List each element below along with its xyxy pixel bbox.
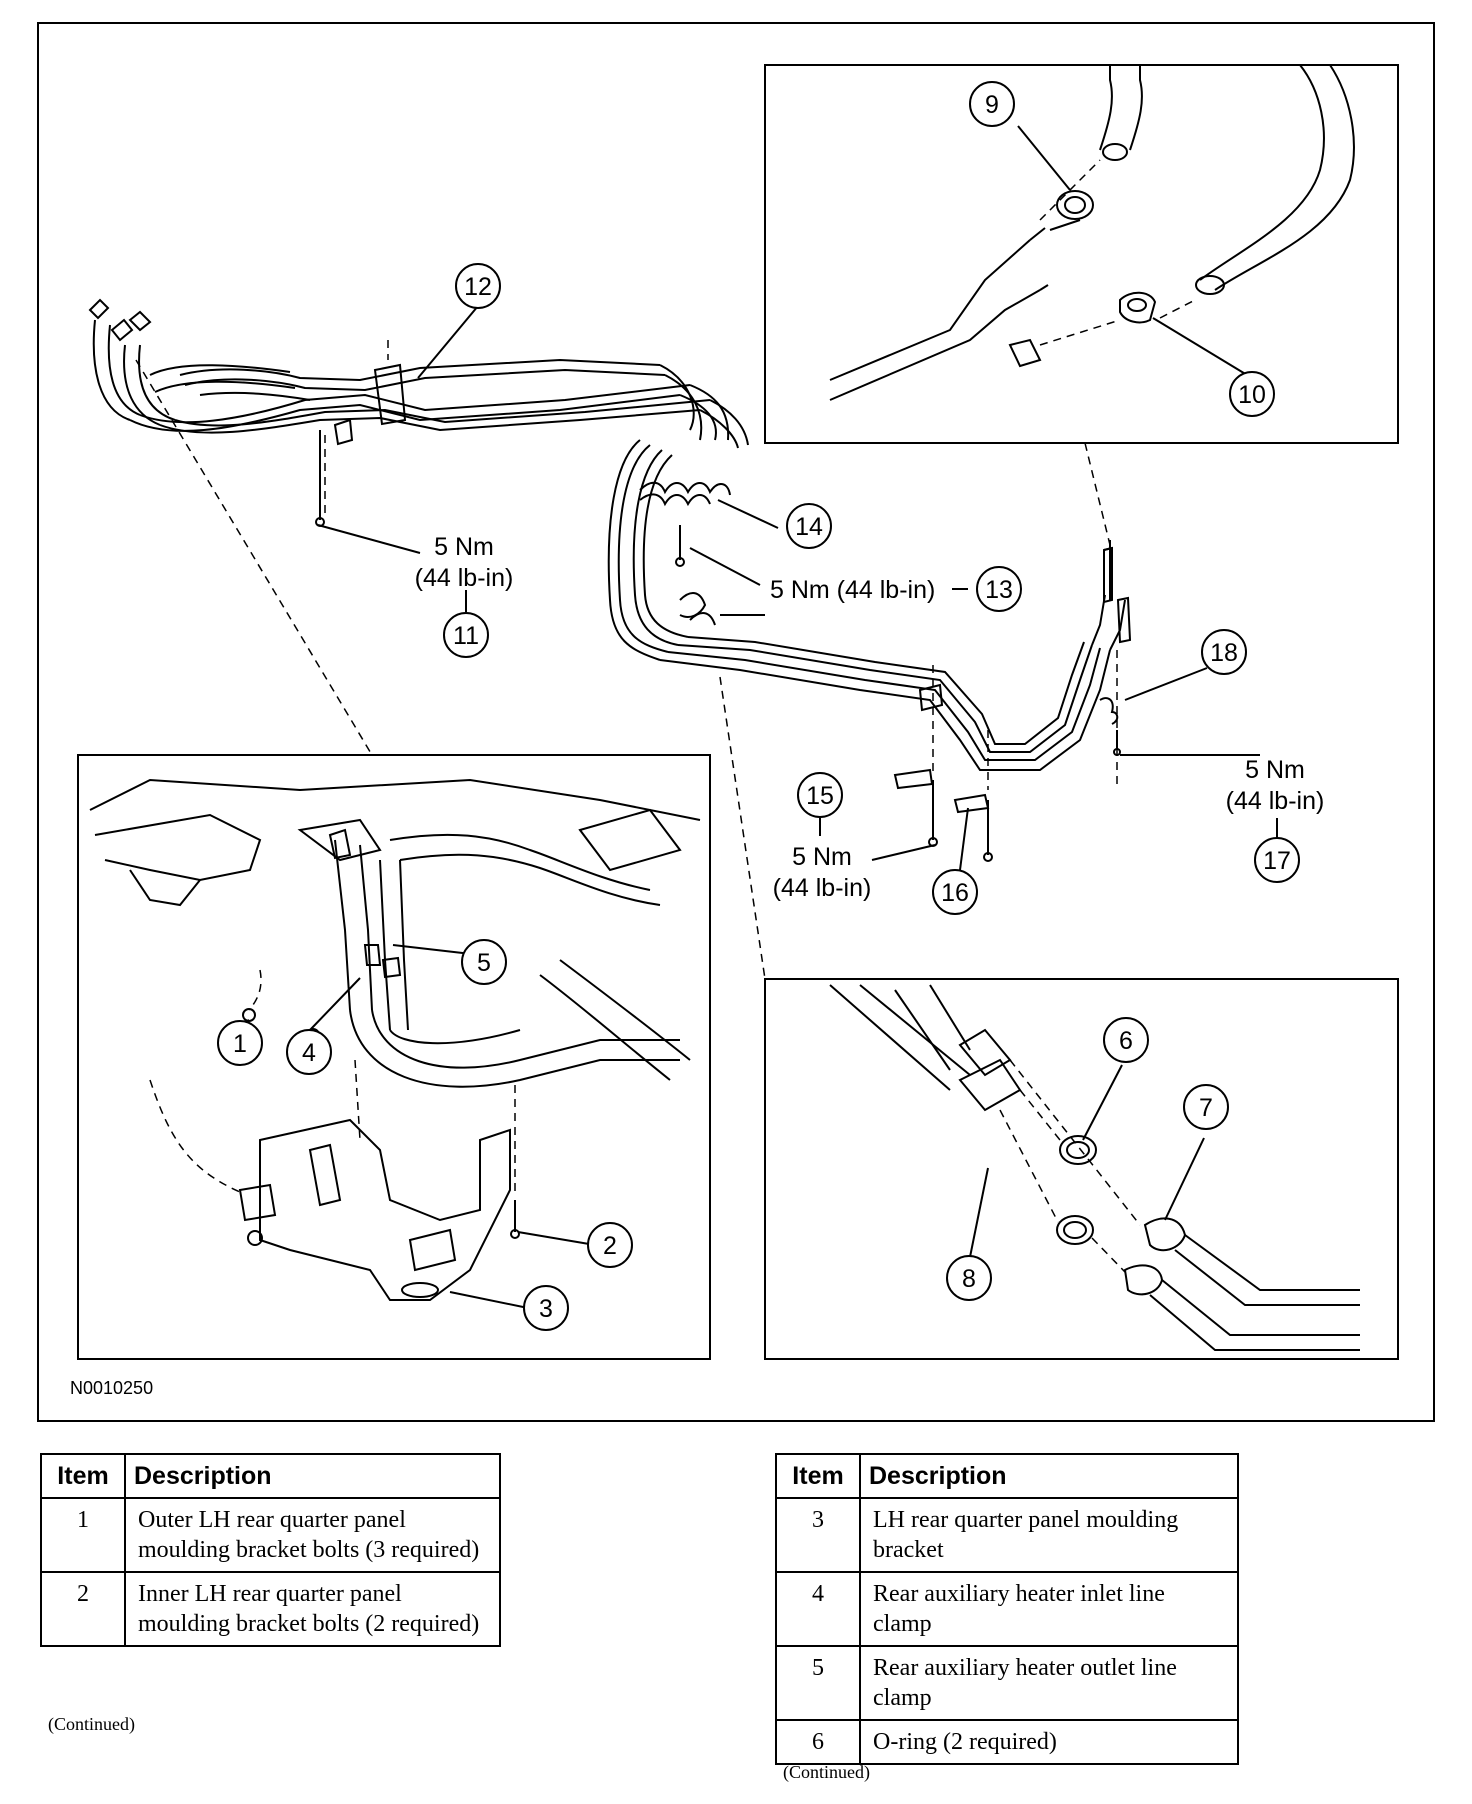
callouts: 1 2 3 4 5 6 7 8 9 10 11 12 13 14 15 16 1… — [217, 81, 1300, 1331]
svg-text:15: 15 — [806, 782, 834, 810]
table-row: 1 Outer LH rear quarter panel moulding b… — [40, 1497, 501, 1573]
inset-fittings-dash — [999, 1059, 1141, 1273]
svg-text:14: 14 — [795, 513, 823, 541]
callout-3: 3 — [523, 1285, 569, 1331]
item-description: Rear auxiliary heater inlet line clamp — [859, 1571, 1239, 1647]
item-number: 3 — [775, 1497, 861, 1573]
figure-id: N0010250 — [70, 1378, 153, 1398]
table-row: 2 Inner LH rear quarter panel moulding b… — [40, 1571, 501, 1647]
leader-lines — [239, 125, 1278, 1309]
callout-8: 8 — [946, 1255, 992, 1301]
description-header: Description — [859, 1453, 1239, 1499]
torque-11-nm: 5 Nm — [434, 533, 494, 561]
torque-15-lbin: (44 lb-in) — [773, 874, 872, 902]
svg-text:7: 7 — [1199, 1094, 1213, 1122]
callout-2: 2 — [587, 1222, 633, 1268]
inset-frame-bottom-left — [77, 754, 711, 1360]
svg-text:3: 3 — [539, 1295, 553, 1323]
figure-frame — [37, 22, 1435, 1422]
svg-text:5: 5 — [477, 949, 491, 977]
legend-table-left: Item Description 1 Outer LH rear quarter… — [40, 1453, 501, 1647]
callout-13: 13 — [976, 566, 1022, 612]
svg-text:6: 6 — [1119, 1027, 1133, 1055]
svg-text:2: 2 — [603, 1232, 617, 1260]
inset-underbody-dash — [149, 969, 516, 1195]
item-number: 4 — [775, 1571, 861, 1647]
svg-text:10: 10 — [1238, 381, 1266, 409]
item-description: Rear auxiliary heater outlet line clamp — [859, 1645, 1239, 1721]
svg-text:13: 13 — [985, 576, 1013, 604]
callout-14: 14 — [786, 503, 832, 549]
svg-text:16: 16 — [941, 879, 969, 907]
inset-frame-bottom-right — [764, 978, 1399, 1360]
torque-15-nm: 5 Nm — [792, 843, 852, 871]
callout-10: 10 — [1229, 371, 1275, 417]
torque-17-nm: 5 Nm — [1245, 756, 1305, 784]
svg-text:9: 9 — [985, 91, 999, 119]
inset-hose-dash — [1039, 159, 1196, 346]
alignment-lines — [135, 340, 1118, 980]
item-number: 6 — [775, 1719, 861, 1765]
svg-text:4: 4 — [302, 1039, 316, 1067]
heater-lines — [88, 298, 1132, 771]
table-row: 5 Rear auxiliary heater outlet line clam… — [775, 1645, 1239, 1721]
item-number: 1 — [40, 1497, 126, 1573]
callout-17: 17 — [1254, 837, 1300, 883]
callout-7: 7 — [1183, 1084, 1229, 1130]
item-number: 2 — [40, 1571, 126, 1647]
torque-11-lbin: (44 lb-in) — [415, 564, 514, 592]
inset-hose-connections — [829, 64, 1355, 401]
callout-4: 4 — [286, 1029, 332, 1075]
legend-table-right: Item Description 3 LH rear quarter panel… — [775, 1453, 1239, 1765]
callout-16: 16 — [932, 869, 978, 915]
svg-text:12: 12 — [464, 273, 492, 301]
svg-text:1: 1 — [233, 1030, 247, 1058]
table-row: 6 O-ring (2 required) — [775, 1719, 1239, 1765]
item-number: 5 — [775, 1645, 861, 1721]
item-description: Outer LH rear quarter panel moulding bra… — [124, 1497, 501, 1573]
callout-18: 18 — [1201, 629, 1247, 675]
item-description: LH rear quarter panel moulding bracket — [859, 1497, 1239, 1573]
description-header: Description — [124, 1453, 501, 1499]
torque-17-lbin: (44 lb-in) — [1226, 787, 1325, 815]
torque-13: 5 Nm (44 lb-in) — [770, 576, 935, 604]
item-header: Item — [40, 1453, 126, 1499]
svg-text:18: 18 — [1210, 639, 1238, 667]
callout-9: 9 — [969, 81, 1015, 127]
callout-1: 1 — [217, 1020, 263, 1066]
table-row: 3 LH rear quarter panel moulding bracket — [775, 1497, 1239, 1573]
svg-text:17: 17 — [1263, 847, 1291, 875]
continued-note-right: (Continued) — [783, 1762, 870, 1782]
table-row: 4 Rear auxiliary heater inlet line clamp — [775, 1571, 1239, 1647]
inset-underbody — [89, 778, 701, 1301]
item-description: Inner LH rear quarter panel moulding bra… — [124, 1571, 501, 1647]
callout-15: 15 — [797, 772, 843, 818]
inset-fittings — [829, 984, 1360, 1351]
item-header: Item — [775, 1453, 861, 1499]
callout-11: 11 — [443, 612, 489, 658]
svg-text:8: 8 — [962, 1265, 976, 1293]
bolts — [315, 430, 1121, 862]
callout-5: 5 — [461, 939, 507, 985]
callout-6: 6 — [1103, 1017, 1149, 1063]
continued-note-left: (Continued) — [48, 1714, 135, 1734]
item-description: O-ring (2 required) — [859, 1719, 1239, 1765]
callout-12: 12 — [455, 263, 501, 309]
inset-frame-top-right — [764, 64, 1399, 444]
svg-text:11: 11 — [453, 622, 479, 650]
